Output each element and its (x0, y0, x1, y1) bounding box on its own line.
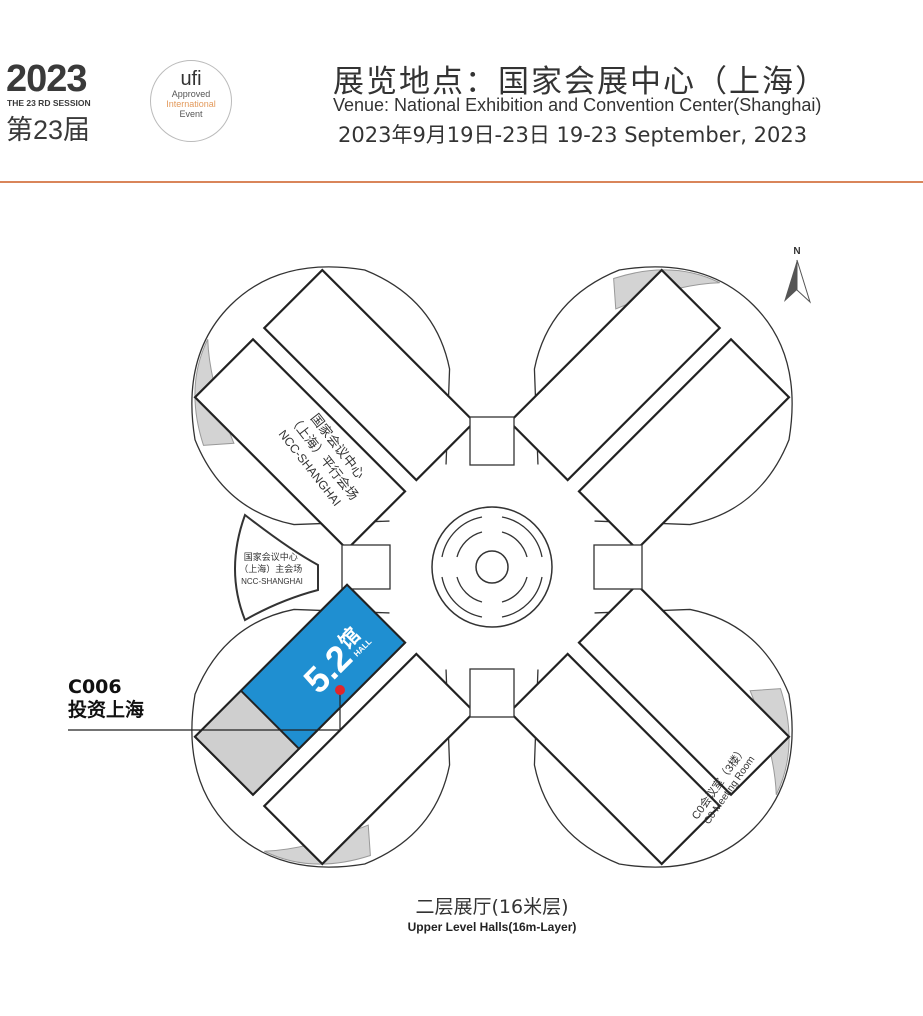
ufi-logo: ufi Approved International Event (150, 60, 232, 142)
corridor-west (341, 544, 391, 590)
ufi-line2: International (166, 99, 216, 109)
ufi-line1: Approved (171, 89, 211, 99)
booth-name: 投资上海 (68, 699, 145, 721)
edition-label: 第23届 (6, 115, 91, 145)
venue-title-cn: 展览地点：国家会展中心（上海） (333, 64, 828, 100)
north-label: N (793, 246, 800, 257)
booth-label: C006 投资上海 (68, 676, 144, 722)
hall-5-2[interactable] (193, 583, 407, 797)
booth-marker[interactable] (335, 685, 345, 695)
ufi-line3: Event (179, 109, 203, 119)
map-caption-en: Upper Level Halls(16m-Layer) (407, 920, 577, 934)
corridor-east (593, 544, 643, 590)
svg-text:国家会议中心 （上海）主会场 NCC-SHA: 国家会议中心 （上海）主会场 NCC-SHANGHAI (239, 551, 305, 586)
venue-title-en: Venue: National Exhibition and Conventio… (333, 95, 822, 115)
year-label: 2023 (6, 58, 88, 100)
header-divider (0, 181, 923, 183)
corridor-south (469, 668, 515, 718)
session-label: THE 23 RD SESSION (7, 98, 91, 108)
event-dates: 2023年9月19日-23日 19-23 September, 2023 (338, 123, 808, 147)
ncc-main-line2: （上海）主会场 (239, 563, 302, 574)
corridor-north (469, 416, 515, 466)
ncc-main-line1: 国家会议中心 (244, 551, 298, 562)
ufi-brand: ufi (180, 68, 202, 90)
ncc-main-venue (234, 513, 319, 622)
booth-code: C006 (68, 676, 122, 698)
ncc-main-line3: NCC-SHANGHAI (241, 577, 303, 586)
map-caption-cn: 二层展厅(16米层) (415, 896, 569, 918)
north-arrow-icon: N (784, 246, 812, 304)
